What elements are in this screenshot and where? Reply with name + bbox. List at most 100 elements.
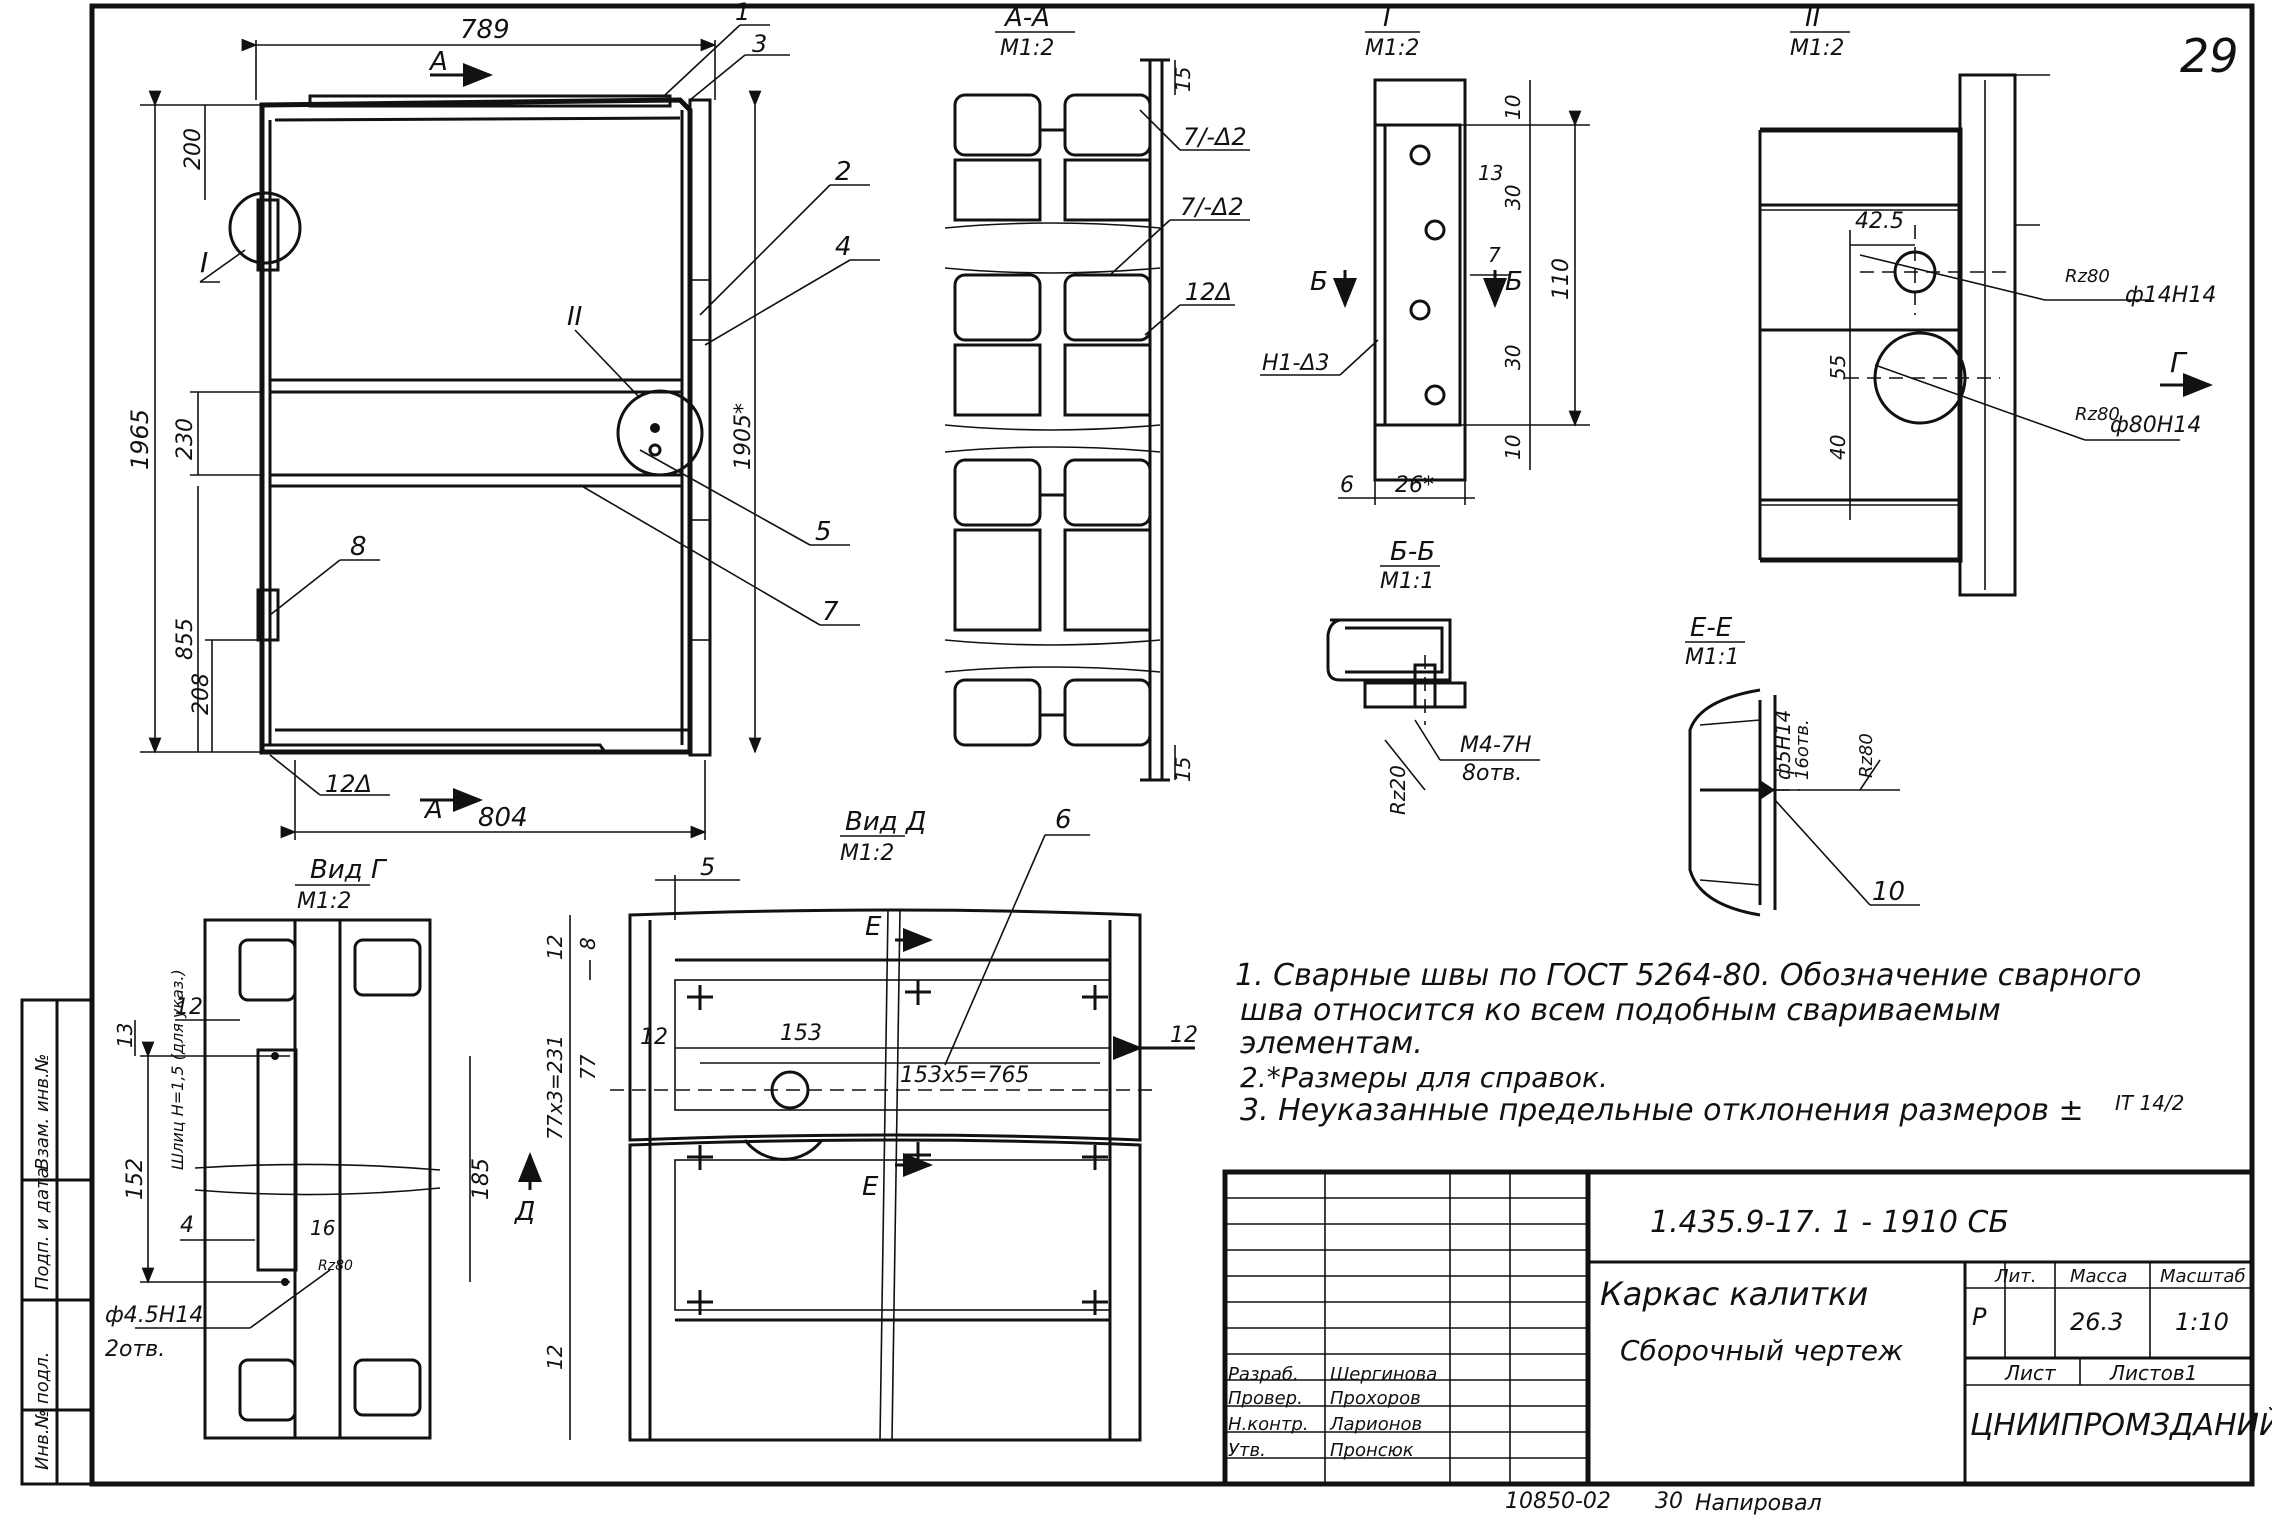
- label-views-main-dim_230: 230: [173, 418, 198, 460]
- callout-ii-circle: [616, 389, 704, 477]
- section-e-e: Е-Е М1:1 ф5Н14 16отв. Rz80 10: [1685, 613, 1920, 917]
- label-views-section_a-dim_15b: 15: [1171, 757, 1195, 782]
- section-a-title: А-А: [1003, 3, 1050, 33]
- label-views-view_i-dims-4: 7: [1488, 243, 1501, 267]
- label-views-view_g-ra: Rz80: [318, 1258, 353, 1274]
- dim-top: 789: [460, 15, 510, 45]
- label-views-view_i-dims-2: 30: [1501, 185, 1525, 210]
- title-line-2: Сборочный чертеж: [1620, 1334, 1903, 1367]
- footer-inv: 10850-02: [1505, 1489, 1611, 1514]
- label-views-main-leaders-5: 7: [822, 597, 839, 627]
- footer-label: Напировал: [1695, 1491, 1822, 1516]
- title-doc-code: 1.435.9-17. 1 - 1910 СБ: [1650, 1205, 2009, 1240]
- label-views-view_ii-hole1: ф14Н14: [2125, 283, 2216, 308]
- label-views-view_g-dim_16: 16: [310, 1216, 335, 1240]
- label-views-main-cut_a: А: [423, 795, 443, 825]
- view-ii-title: II: [1805, 3, 1820, 33]
- signature-rows: Разраб. Шергинова Провер. Прохоров Н.кон…: [1228, 1364, 1437, 1461]
- label-signatures-1-role: Провер.: [1228, 1388, 1303, 1409]
- label-views-view_d-dim_12a: 12: [543, 935, 567, 960]
- view-d-title: Вид Д: [845, 807, 926, 837]
- view-g: Вид Г М1:2 152 185 12 13 Шлиц Н=1,5 (для…: [105, 855, 494, 1440]
- sheet-frame: [20, 3, 2255, 1487]
- label-views-view_ii-view_g: Г: [2170, 346, 2188, 379]
- label-views-main-leaders-2: 2: [835, 157, 852, 187]
- label-views-view_i-dims-5: 30: [1501, 345, 1525, 370]
- label-views-section_a-weld1: 7/-Δ2: [1183, 123, 1247, 151]
- label-views-view_d-dim_153: 153: [780, 1021, 822, 1046]
- label-views-view_d-dim_12b: 12: [640, 1025, 668, 1050]
- callout-ii-label: II: [567, 302, 582, 332]
- side-stamp-inv: Инв.№ подл.: [32, 1352, 53, 1470]
- label-views-view_d-view_d: Д: [514, 1197, 535, 1227]
- label-views-view_g-count: 2отв.: [105, 1337, 165, 1362]
- label-views-view_i-cut_b: Б: [1505, 267, 1523, 297]
- main-weld-label: 12Δ: [325, 770, 372, 798]
- label-signatures-3-role: Утв.: [1228, 1440, 1266, 1461]
- label-sheet-header_sheet: Лист: [2004, 1361, 2057, 1385]
- label-signatures-0-name: Шергинова: [1330, 1364, 1437, 1385]
- label-views-main-leaders-6: 8: [350, 532, 367, 562]
- label-views-view_d-dim_8: 8: [576, 937, 600, 950]
- label-views-main-leaders-0: 1: [735, 0, 750, 26]
- label-views-main-cut_a: А: [428, 47, 448, 77]
- label-signatures-0-role: Разраб.: [1228, 1364, 1299, 1385]
- label-signatures-2-role: Н.контр.: [1228, 1414, 1309, 1435]
- side-stamp-replace: Взам. инв.№: [32, 1054, 53, 1171]
- label-views-section_a-dim_15a: 15: [1171, 67, 1195, 92]
- label-views-view_ii-scale: М1:2: [1790, 36, 1844, 61]
- label-views-section_a-weld2: 7/-Δ2: [1180, 193, 1244, 221]
- label-signatures-3-name: Пронсюк: [1330, 1440, 1414, 1461]
- label-sheet-header_scale: Масштаб: [2160, 1266, 2246, 1287]
- note-line-4: 2.*Размеры для справок.: [1240, 1061, 1608, 1094]
- label-views-view_ii-ra1: Rz80: [2065, 266, 2110, 287]
- title-block: 1.435.9-17. 1 - 1910 СБ Каркас калитки С…: [1222, 1169, 2272, 1516]
- label-views-view_i-scale: М1:2: [1365, 36, 1419, 61]
- footer-num: 30: [1655, 1489, 1683, 1514]
- label-views-main-dim_200: 200: [181, 128, 206, 170]
- section-b-b: Б-Б М1:1 М4-7Н 8отв. Rz20: [1326, 537, 1540, 815]
- label-views-view_d-dim_12d: 12: [543, 1345, 567, 1370]
- label-views-section_e-scale: М1:1: [1685, 645, 1739, 670]
- label-views-view_g-dim_13: 13: [113, 1023, 137, 1048]
- label-views-view_g-dim_185: 185: [469, 1158, 494, 1200]
- label-views-view_i-dim_6: 6: [1340, 473, 1354, 498]
- label-views-section_a-weld3: 12Δ: [1185, 278, 1232, 306]
- dim-bottom: 804: [478, 803, 528, 833]
- title-organization: ЦНИИПРОМЗДАНИЙ: [1970, 1407, 2272, 1443]
- dim-height-right: 1905*: [731, 403, 756, 470]
- label-views-main-leaders-1: 3: [752, 30, 767, 58]
- callout-i-circle: [228, 191, 302, 265]
- label-views-view_i-dims-3: 110: [1549, 258, 1574, 300]
- label-views-view_ii-dim_40: 40: [1826, 435, 1850, 460]
- label-views-main-dim_208: 208: [189, 673, 214, 715]
- label-views-main-leaders-4: 5: [815, 517, 832, 547]
- view-d: Вид Д М1:2 12 12 153 153х5=765: [514, 805, 1198, 1442]
- label-views-view_d-cut_e2: Е: [862, 1172, 879, 1202]
- label-views-view_g-note_vert: Шлиц Н=1,5 (для указ.): [168, 969, 187, 1170]
- label-views-view_d-scale: М1:2: [840, 841, 894, 866]
- label-views-view_d-dim_vert: 77х3=231: [543, 1035, 567, 1140]
- note-tolerance: IT 14/2: [2115, 1091, 2184, 1115]
- label-signatures-2-name: Ларионов: [1329, 1414, 1422, 1435]
- view-i-title: I: [1383, 3, 1391, 33]
- label-views-view_g-scale: М1:2: [297, 889, 351, 914]
- view-i: I М1:2 110 10 30 30 10 13 7 6 26* Б Б: [1260, 3, 1590, 505]
- label-views-view_ii-ra2: Rz80: [2075, 404, 2120, 425]
- label-views-section_e-count: 16отв.: [1792, 719, 1813, 780]
- label-views-section_e-ra: Rz80: [1856, 733, 1877, 778]
- label-sheet-header_lit: Лит.: [1994, 1266, 2036, 1287]
- side-stamp: Инв.№ подл. Подп. и дата Взам. инв.№: [32, 1054, 53, 1471]
- label-views-main-dim_855: 855: [173, 618, 198, 660]
- label-views-section_b-count: 8отв.: [1462, 761, 1522, 786]
- label-views-view_d-dim_5: 5: [700, 853, 715, 881]
- label-views-view_ii-dim_55: 55: [1826, 355, 1850, 380]
- label-views-view_d-chain: 153х5=765: [900, 1063, 1029, 1088]
- side-stamp-sign: Подп. и дата: [32, 1167, 53, 1290]
- note-line-5: 3. Неуказанные предельные отклонения раз…: [1240, 1093, 2084, 1128]
- label-views-view_ii-dim_425: 42.5: [1855, 209, 1904, 234]
- sheet-number: 29: [2180, 29, 2239, 83]
- label-views-section_b-scale: М1:1: [1380, 569, 1434, 594]
- label-sheet-lit: Р: [1972, 1303, 1987, 1331]
